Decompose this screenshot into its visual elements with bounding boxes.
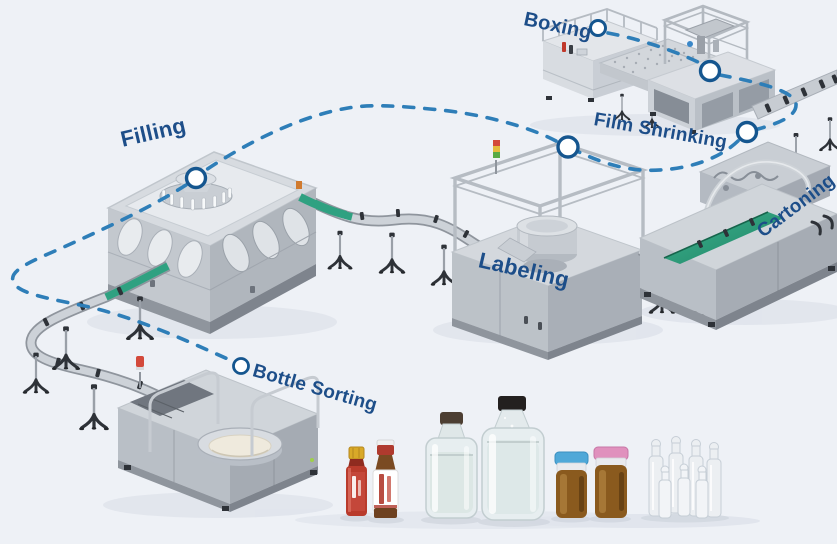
conveyor-filling-to-sorting [21, 261, 177, 456]
product-vial-pink-cap [593, 446, 629, 518]
flow-markers [184, 19, 759, 375]
marker-film-shrinking-icon [735, 120, 759, 144]
marker-boxing-machine-icon [698, 59, 722, 83]
product-infusion-bottle-large [481, 396, 545, 521]
product-vial-blue-cap [554, 451, 589, 518]
product-oral-liquid-bottle [372, 439, 399, 518]
marker-boxing-icon [589, 19, 607, 37]
product-showcase [340, 396, 729, 527]
process-flow-dashed-path [10, 31, 798, 362]
bottle-sorting-machine [116, 356, 320, 512]
marker-bottle-sorting-icon [232, 357, 250, 375]
marker-filling-icon [184, 166, 208, 190]
cartoning-machine [638, 69, 837, 330]
labeling-machine [449, 140, 649, 360]
filling-machine [106, 151, 347, 334]
product-ampoules [648, 436, 722, 519]
product-infusion-bottle-small [425, 412, 478, 519]
boxing-machine [541, 4, 751, 130]
marker-labeling-icon [556, 135, 580, 159]
product-energy-drink-bottle [346, 446, 367, 516]
signal-tower [493, 140, 500, 174]
